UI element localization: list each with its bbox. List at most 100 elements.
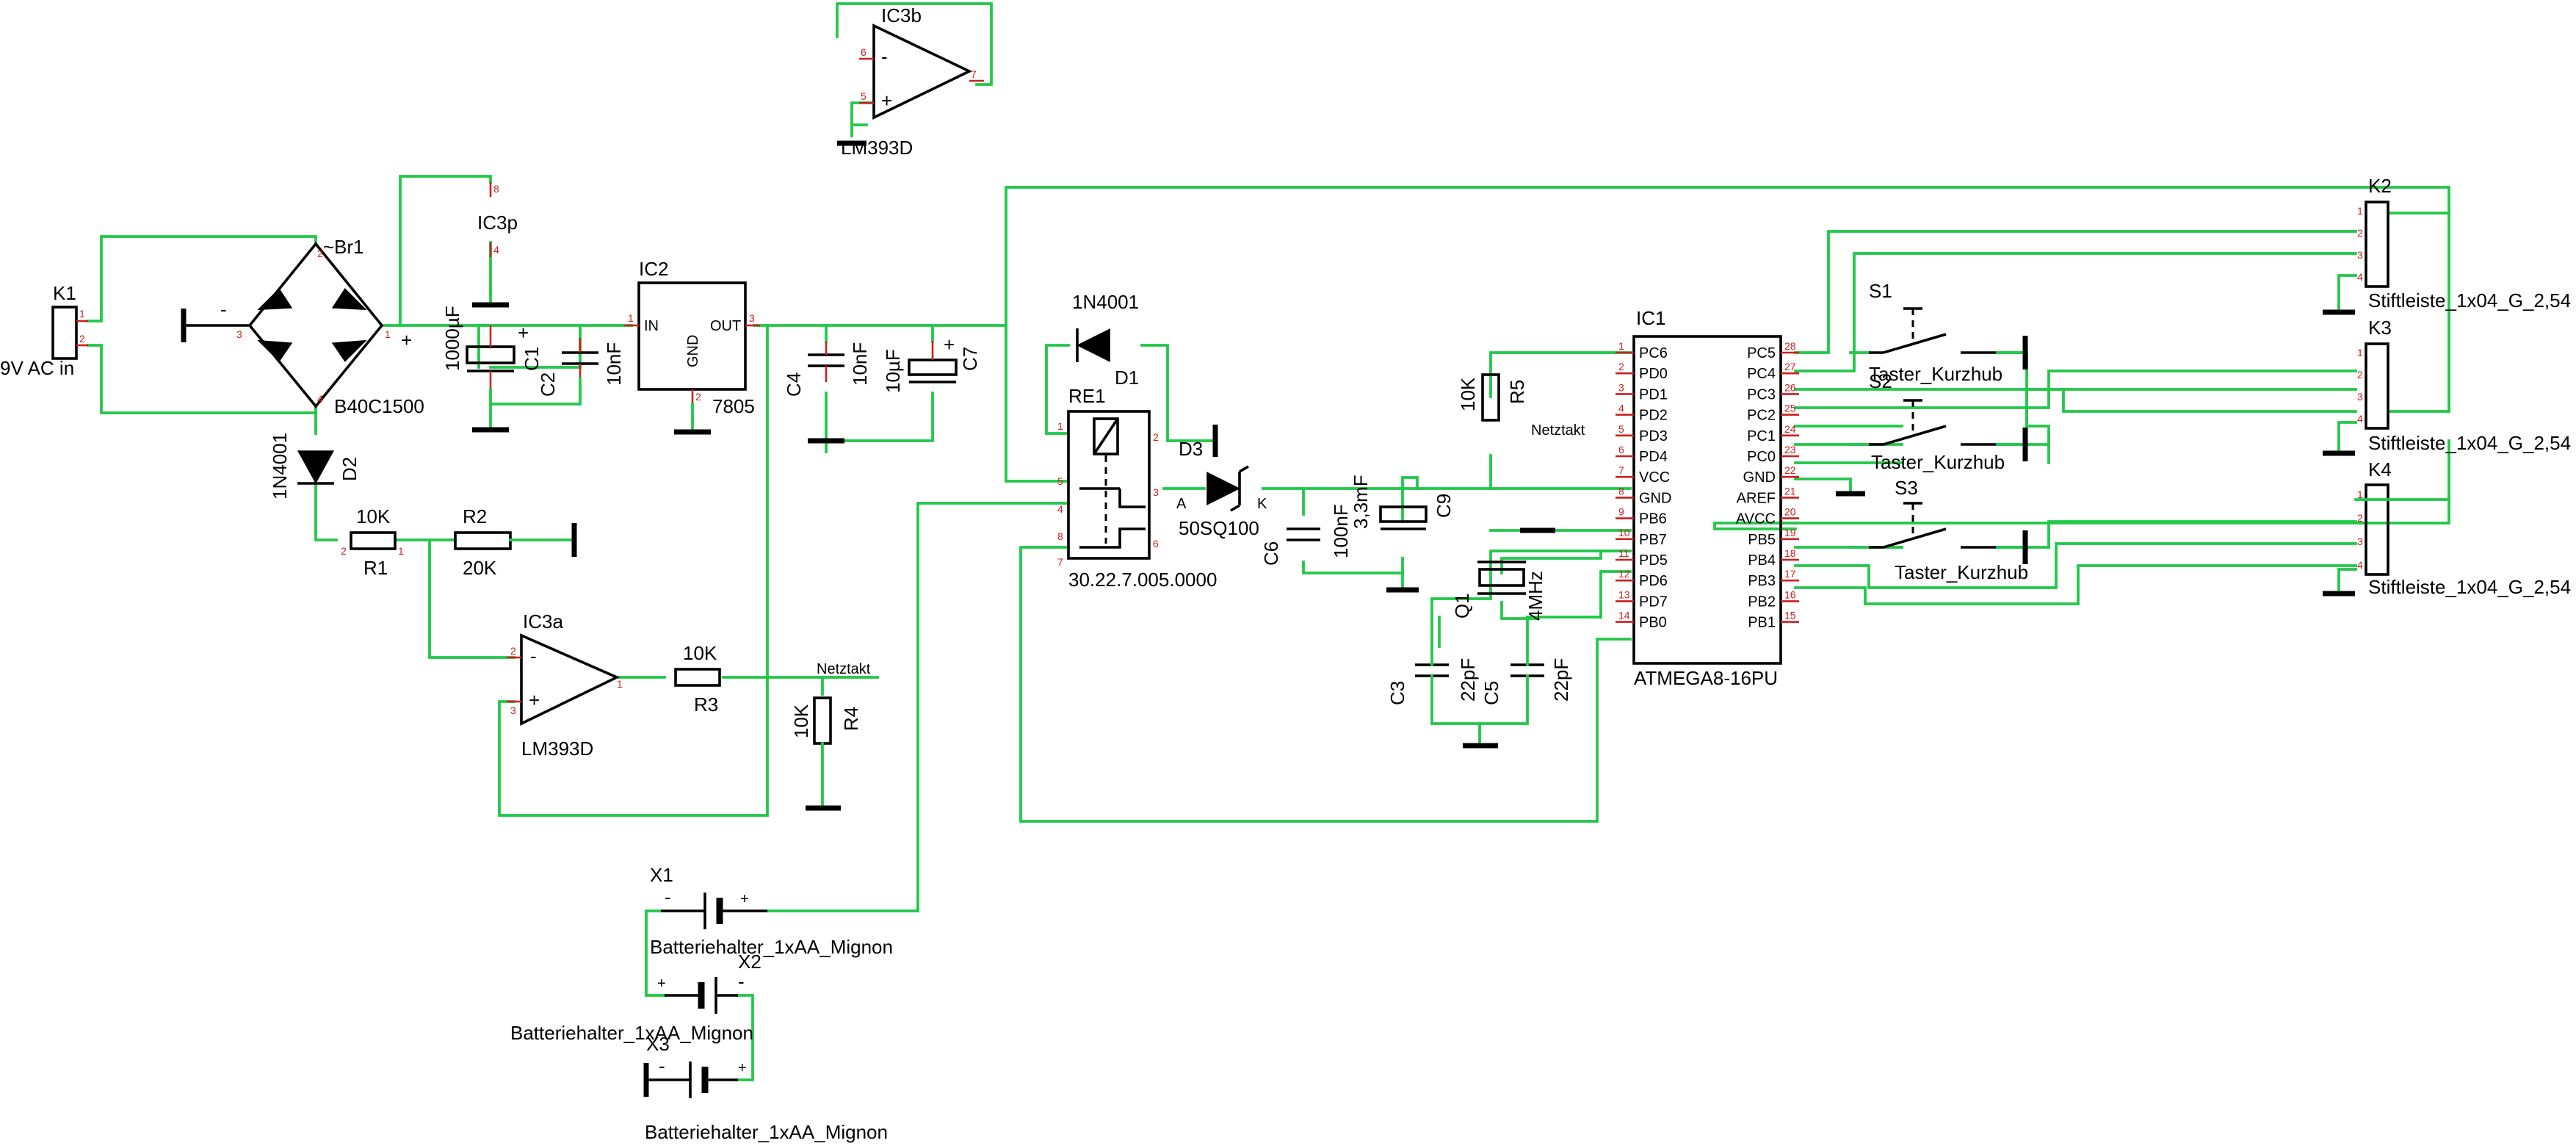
ic1-pin-name: PB3 [1748, 573, 1776, 589]
ic2-pin-1: 1 [628, 312, 634, 324]
ic1-pin-number: 24 [1784, 423, 1796, 435]
ic1-pin-number: 26 [1784, 381, 1796, 393]
d2-value: 1N4001 [269, 433, 291, 500]
k1-ref: K1 [53, 282, 76, 304]
d3-value: 50SQ100 [1179, 517, 1259, 539]
x2-minus: - [738, 970, 745, 992]
ic1-pin-name: PB2 [1748, 594, 1776, 610]
ic1-pin-name: PB5 [1748, 532, 1776, 548]
r5-ref: R5 [1506, 380, 1528, 404]
ic1-pin-name: PB6 [1639, 511, 1667, 527]
q1-value: 4MHz [1524, 571, 1546, 621]
ic1-pin-name: PC4 [1747, 366, 1776, 382]
bridge-rectifier-br1: - + ~ Br1 B40C1500 2 3 4 1 [181, 236, 424, 417]
k4-pin-1: 1 [2357, 489, 2363, 500]
ic1-pin-number: 14 [1618, 610, 1630, 621]
ic3b-plus: + [881, 90, 892, 112]
ic1-left-pins: PC61PD02PD13PD24PD35PD46VCC7GND8PB69PB71… [1616, 340, 1671, 631]
re1-pin-7: 7 [1057, 556, 1063, 568]
re1-pin-3: 3 [1153, 486, 1159, 498]
c1-ref: C1 [521, 347, 543, 371]
ic1-pin-number: 17 [1784, 568, 1796, 580]
c7-value: 10µF [882, 349, 904, 393]
r1-pin-1: 1 [398, 545, 404, 557]
resistor-r3: 10K R3 [674, 642, 721, 716]
ic1-pin-name: PC0 [1747, 449, 1776, 465]
k1-pin-1: 1 [79, 308, 85, 320]
ic1-pin-number: 22 [1784, 464, 1796, 476]
c5-value: 22pF [1550, 658, 1572, 702]
ic1-pin-name: PC2 [1747, 408, 1776, 424]
ic1-pin-name: PC6 [1639, 345, 1668, 361]
ic2-pin-2: 2 [695, 391, 701, 403]
r1-pin-2: 2 [341, 545, 347, 557]
opamp-power-ic3p: 8 4 IC3p [472, 182, 518, 308]
br1-pin-3: 3 [236, 328, 242, 340]
br1-value: B40C1500 [334, 395, 424, 417]
x1-plus: + [740, 891, 749, 907]
br1-diode-2 [331, 288, 367, 311]
c6-value: 100nF [1330, 504, 1352, 558]
x1-value: Batteriehalter_1xAA_Mignon [650, 936, 893, 958]
ic3b-pin-7: 7 [971, 68, 977, 80]
k4-pin-4: 4 [2357, 559, 2363, 571]
re1-pin-4: 4 [1057, 503, 1063, 515]
ic2-ref: IC2 [639, 258, 668, 280]
k4-ref: K4 [2368, 458, 2392, 480]
ic1-pin-number: 28 [1784, 340, 1796, 352]
k4-pin-2: 2 [2357, 512, 2363, 524]
ic3a-minus: - [530, 645, 537, 667]
ic1-pin-number: 7 [1618, 464, 1624, 476]
re1-pin-6: 6 [1153, 538, 1159, 549]
x2-plus: + [657, 976, 666, 992]
capacitor-c1: + 1000µF C1 [441, 306, 543, 433]
k2-value: Stiftleiste_1x04_G_2,54 [2368, 289, 2571, 311]
s1-ref: S1 [1869, 280, 1892, 302]
connector-k2: K2 Stiftleiste_1x04_G_2,54 1 2 3 4 [2323, 175, 2571, 315]
k1-body [51, 306, 78, 360]
ic1-ref: IC1 [1636, 307, 1665, 329]
connector-k1: 1 2 K1 9V AC in [0, 282, 88, 379]
ic1-pin-number: 13 [1618, 588, 1630, 600]
ic3a-pin-2: 2 [510, 645, 516, 657]
ic1-pin-name: GND [1639, 490, 1671, 506]
d2-ref: D2 [339, 457, 361, 481]
br1-pin-2: 2 [317, 248, 323, 259]
c5-ref: C5 [1480, 681, 1502, 705]
d1-value: 1N4001 [1072, 291, 1139, 313]
ic1-pin-number: 1 [1618, 340, 1624, 352]
x1-ref: X1 [650, 864, 673, 886]
r3-ref: R3 [694, 693, 718, 716]
r1-ref: R1 [363, 557, 388, 579]
ic1-pin-name: PD6 [1639, 573, 1668, 589]
x2-value: Batteriehalter_1xAA_Mignon [510, 1022, 753, 1044]
ic1-pin-name: PD7 [1639, 594, 1668, 610]
diode-d1: 1N4001 D1 [1072, 291, 1139, 389]
ic1-pin-number: 15 [1784, 610, 1796, 621]
r2-ref: R2 [463, 505, 487, 527]
ic1-pin-name: PD1 [1639, 386, 1668, 403]
br1-plus: + [401, 329, 412, 351]
ic1-pin-number: 4 [1618, 403, 1624, 414]
s3-value: Taster_Kurzhub [1895, 561, 2028, 583]
ic1-value: ATMEGA8-16PU [1634, 667, 1778, 689]
k4-pin-3: 3 [2357, 536, 2363, 547]
x3-ref: X3 [646, 1033, 670, 1055]
ic1-pin-number: 5 [1618, 423, 1624, 435]
r4-value: 10K [790, 704, 812, 738]
d3-k: K [1257, 496, 1267, 512]
re1-value: 30.22.7.005.0000 [1068, 569, 1217, 591]
ic3b-ref: IC3b [881, 4, 922, 26]
ic1-pin-number: 6 [1618, 444, 1624, 455]
c4-value: 10nF [849, 342, 871, 386]
ic2-in: IN [644, 318, 659, 334]
k2-ref: K2 [2368, 175, 2392, 197]
br1-diode-1 [257, 288, 293, 311]
ic1-pin-name: PC5 [1747, 345, 1776, 361]
ic1-pin-name: PD5 [1639, 552, 1668, 569]
br1-minus: - [220, 298, 227, 320]
microcontroller-ic1: IC1 ATMEGA8-16PU PC61PD02PD13PD24PD35PD4… [1527, 307, 1865, 689]
s3-ref: S3 [1895, 477, 1918, 499]
ic1-pin-name: PB7 [1639, 532, 1667, 548]
